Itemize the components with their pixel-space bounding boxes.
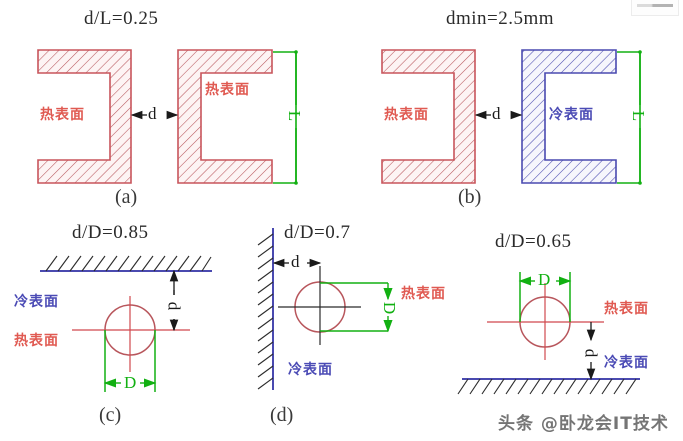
panel-b-length-bracket bbox=[617, 50, 642, 185]
panel-e-floor-surface bbox=[457, 378, 640, 395]
panel-b-left-shape bbox=[381, 49, 476, 184]
corner-chip-icon bbox=[631, 0, 679, 16]
panel-c-gap-label: d bbox=[164, 301, 184, 311]
panel-b-title: dmin=2.5mm bbox=[446, 8, 555, 29]
panel-d-wall-surface bbox=[257, 228, 274, 390]
panel-b-caption: (b) bbox=[458, 186, 482, 208]
panel-b-length-label: L bbox=[629, 110, 649, 122]
panel-b-right-shape-label: 冷表面 bbox=[549, 107, 594, 123]
watermark: 头条 @卧龙会IT技术 bbox=[498, 414, 669, 434]
panel-a-caption: (a) bbox=[115, 186, 138, 208]
panel-a-left-shape-label: 热表面 bbox=[40, 107, 85, 123]
panel-a-length-label: L bbox=[285, 110, 305, 122]
panel-e-diameter-label: D bbox=[538, 270, 551, 289]
panel-d-diameter-label: D bbox=[380, 301, 400, 315]
panel-c-surface-label: 冷表面 bbox=[14, 294, 59, 310]
panel-a-right-shape-label: 热表面 bbox=[205, 82, 250, 98]
panel-e-gap-label: d bbox=[581, 348, 601, 358]
panel-e-object-label: 热表面 bbox=[604, 301, 649, 317]
panel-e-title: d/D=0.65 bbox=[495, 231, 572, 252]
panel-b-gap-label: d bbox=[492, 104, 501, 123]
panel-d-circle-object bbox=[278, 266, 361, 345]
panel-d-surface-label: 冷表面 bbox=[288, 362, 333, 378]
panel-a-gap-label: d bbox=[148, 104, 157, 123]
panel-c-object-label: 热表面 bbox=[14, 333, 59, 349]
panel-c-title: d/D=0.85 bbox=[72, 222, 149, 243]
panel-a-left-shape bbox=[37, 49, 132, 184]
panel-d-object-label: 热表面 bbox=[401, 286, 446, 302]
panel-c-caption: (c) bbox=[99, 404, 122, 426]
panel-a-right-shape bbox=[177, 49, 273, 184]
panel-d-diameter-bracket bbox=[320, 282, 393, 333]
panel-d-gap-label: d bbox=[291, 252, 300, 271]
panel-c-ceiling-surface bbox=[40, 255, 212, 272]
panel-a-title: d/L=0.25 bbox=[84, 8, 159, 29]
panel-b-right-shape bbox=[521, 49, 617, 184]
panel-c-diameter-bracket bbox=[103, 330, 157, 392]
panel-e-diameter-bracket bbox=[518, 272, 572, 322]
panel-c-gap-dimension bbox=[167, 269, 182, 332]
panel-d-title: d/D=0.7 bbox=[284, 222, 351, 243]
panel-e-surface-label: 冷表面 bbox=[604, 355, 649, 371]
panel-a-length-bracket bbox=[273, 50, 298, 185]
panel-b-left-shape-label: 热表面 bbox=[384, 107, 429, 123]
panel-d-caption: (d) bbox=[270, 404, 294, 426]
panel-c-diameter-label: D bbox=[124, 373, 137, 392]
